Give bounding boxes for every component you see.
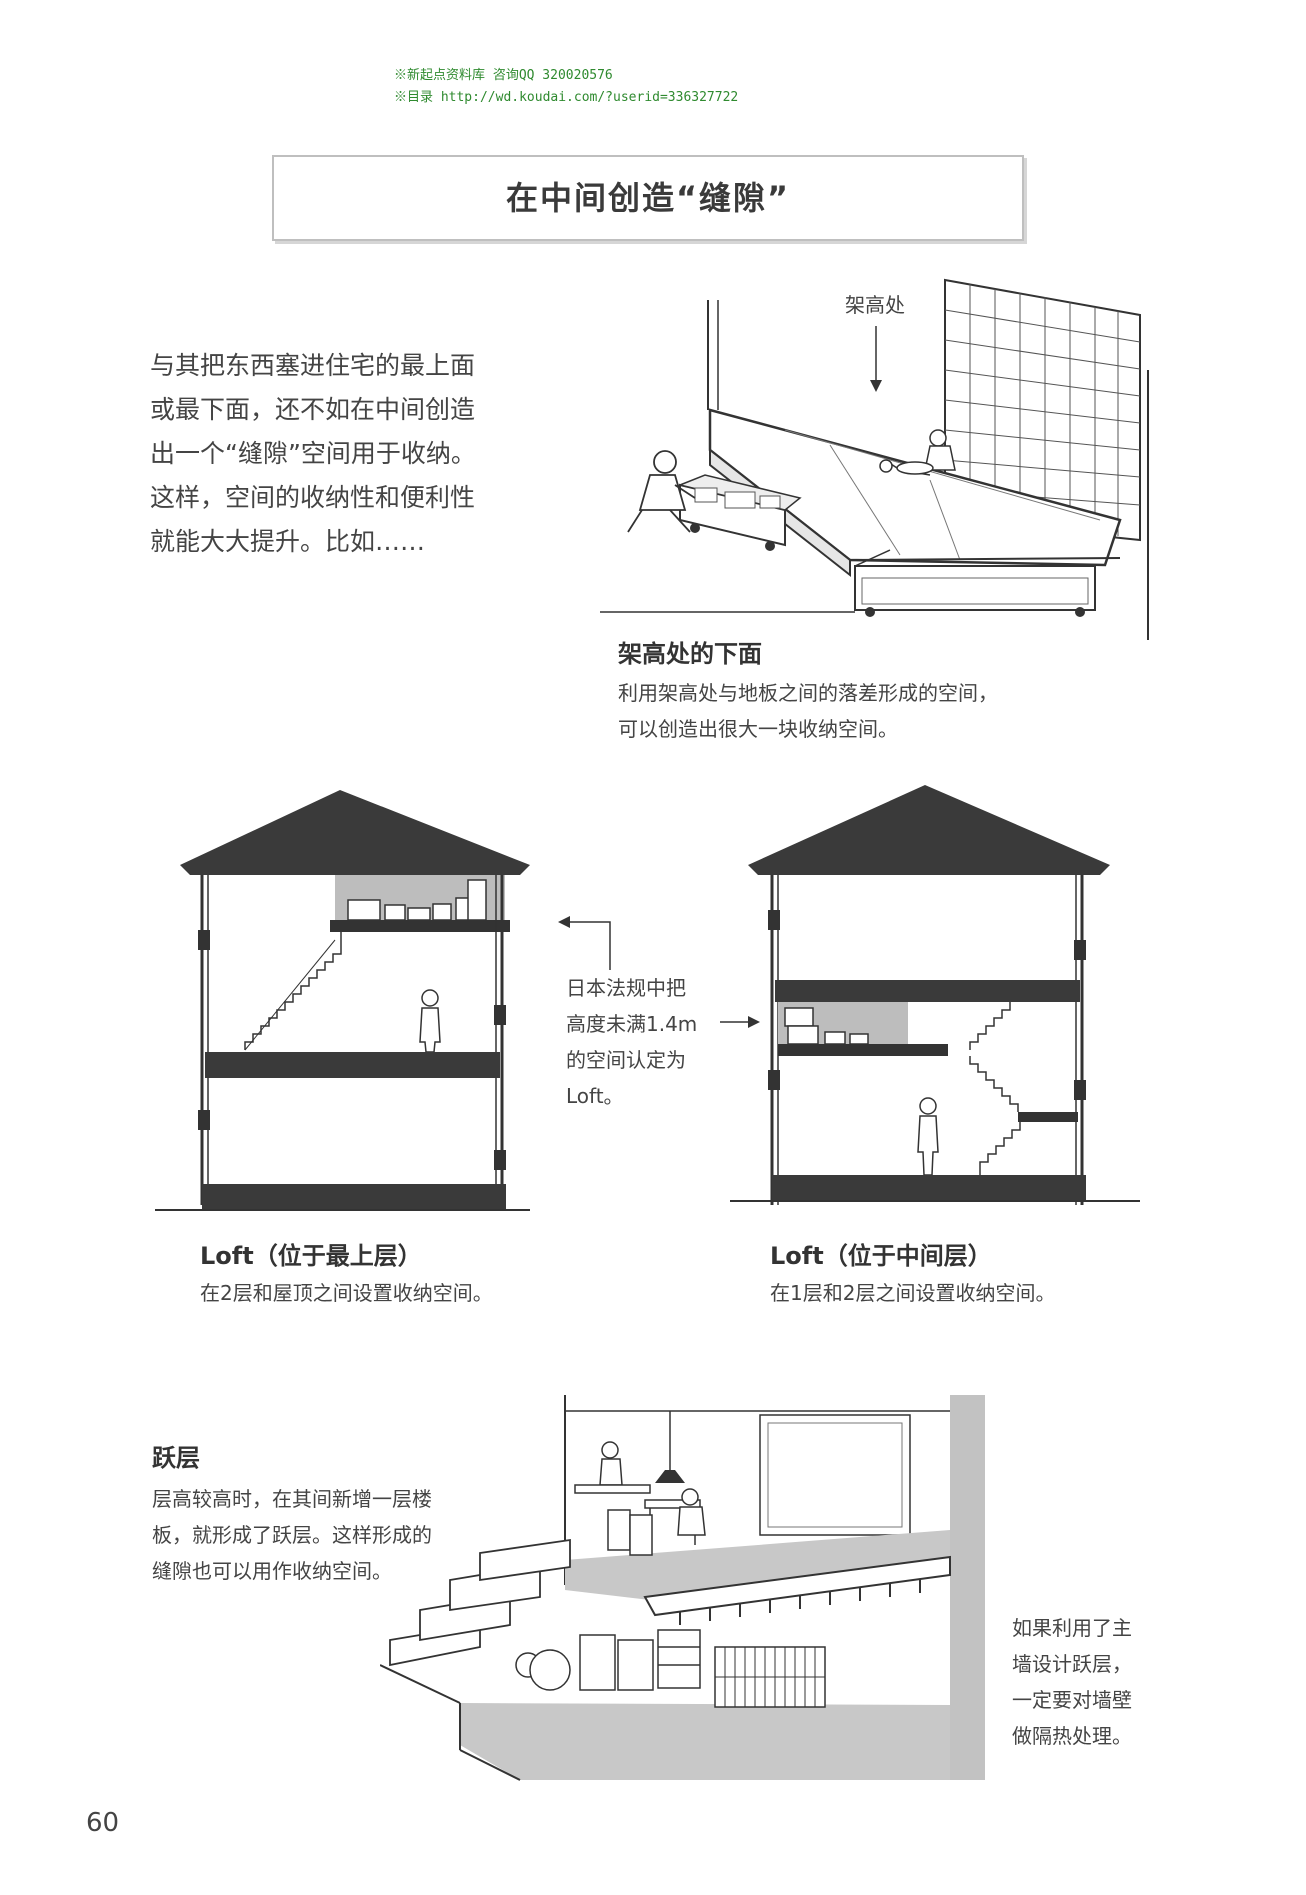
roof bbox=[748, 785, 1110, 875]
loft-note-line: Loft。 bbox=[566, 1084, 624, 1108]
skip-floor-note-line: 做隔热处理。 bbox=[1012, 1724, 1132, 1748]
children-figures-icon bbox=[879, 429, 956, 476]
intro-line: 与其把东西塞进住宅的最上面 bbox=[150, 351, 476, 380]
intro-line: 就能大大提升。比如…… bbox=[150, 527, 426, 556]
loft-middle-caption: Loft（位于中间层） 在1层和2层之间设置收纳空间。 bbox=[770, 1236, 1055, 1311]
stored-items-icon bbox=[515, 1629, 826, 1708]
loft-top-caption: Loft（位于最上层） 在2层和屋顶之间设置收纳空间。 bbox=[200, 1236, 493, 1311]
raised-floor-label: 架高处 bbox=[845, 293, 905, 317]
loft-top-caption-title: Loft（位于最上层） bbox=[200, 1242, 422, 1270]
loft-note-line: 高度未满1.4m bbox=[566, 1012, 698, 1036]
intro-line: 或最下面，还不如在中间创造 bbox=[150, 395, 476, 424]
house-section-middle-loft bbox=[730, 785, 1140, 1205]
raised-floor-illustration: 架高处 bbox=[600, 278, 1149, 640]
loft-top-caption-text: 在2层和屋顶之间设置收纳空间。 bbox=[200, 1281, 493, 1305]
title-box: 在中间创造“缝隙” bbox=[272, 155, 1024, 241]
skip-floor-note-line: 一定要对墙壁 bbox=[1012, 1688, 1132, 1712]
pendant-lamp-icon bbox=[655, 1470, 685, 1483]
stairs bbox=[389, 1538, 571, 1667]
skip-floor-illustration bbox=[380, 1395, 985, 1781]
raised-floor-caption: 架高处的下面 利用架高处与地板之间的落差形成的空间， 可以创造出很大一块收纳空间… bbox=[618, 634, 998, 747]
watermark-line-1: ※新起点资料库 咨询QQ 320020576 bbox=[394, 68, 613, 83]
shoji-screen-icon bbox=[944, 278, 1149, 640]
page-title: 在中间创造“缝隙” bbox=[505, 179, 791, 217]
skip-floor-note-line: 如果利用了主 bbox=[1012, 1616, 1132, 1640]
loft-middle-caption-title: Loft（位于中间层） bbox=[770, 1242, 992, 1270]
people-at-table-icon bbox=[574, 1441, 706, 1556]
intro-line: 出一个“缝隙”空间用于收纳。 bbox=[150, 439, 476, 468]
person-figure-icon bbox=[917, 1097, 939, 1176]
house-section-top-loft bbox=[155, 790, 530, 1211]
skip-floor-side-note: 如果利用了主 墙设计跃层， 一定要对墙壁 做隔热处理。 bbox=[1012, 1610, 1132, 1754]
roof bbox=[180, 790, 530, 875]
under-floor-drawer bbox=[854, 549, 1096, 617]
skip-floor-caption-line: 层高较高时，在其间新增一层楼 bbox=[152, 1487, 432, 1511]
raised-floor-caption-title: 架高处的下面 bbox=[618, 640, 762, 668]
woman-figure-icon bbox=[627, 450, 696, 533]
left-arrow-icon bbox=[570, 921, 611, 970]
watermark-line-2: ※目录 http://wd.koudai.com/?userid=3363277… bbox=[394, 90, 739, 105]
skip-floor-caption-line: 缝隙也可以用作收纳空间。 bbox=[152, 1559, 392, 1583]
raised-floor-caption-line: 可以创造出很大一块收纳空间。 bbox=[618, 717, 898, 741]
page-number: 60 bbox=[86, 1808, 120, 1838]
stored-boxes-icon bbox=[784, 1007, 869, 1045]
stored-boxes-icon bbox=[347, 879, 487, 921]
loft-note-line: 日本法规中把 bbox=[566, 976, 686, 1000]
intro-paragraph: 与其把东西塞进住宅的最上面 或最下面，还不如在中间创造 出一个“缝隙”空间用于收… bbox=[150, 344, 530, 564]
skip-floor-caption-title: 跃层 bbox=[152, 1444, 200, 1472]
note-arrows bbox=[558, 916, 760, 1028]
skip-floor-caption-line: 板，就形成了跃层。这样形成的 bbox=[152, 1523, 432, 1547]
loft-note-line: 的空间认定为 bbox=[566, 1048, 686, 1072]
skip-floor-caption: 跃层 层高较高时，在其间新增一层楼 板，就形成了跃层。这样形成的 缝隙也可以用作… bbox=[152, 1438, 432, 1589]
skip-floor-note-line: 墙设计跃层， bbox=[1012, 1652, 1132, 1676]
person-figure-icon bbox=[419, 989, 441, 1053]
raised-floor-caption-line: 利用架高处与地板之间的落差形成的空间， bbox=[618, 681, 998, 705]
loft-note: 日本法规中把 高度未满1.4m 的空间认定为 Loft。 bbox=[566, 970, 697, 1114]
intro-line: 这样，空间的收纳性和便利性 bbox=[150, 483, 476, 512]
loft-middle-caption-text: 在1层和2层之间设置收纳空间。 bbox=[770, 1281, 1056, 1305]
